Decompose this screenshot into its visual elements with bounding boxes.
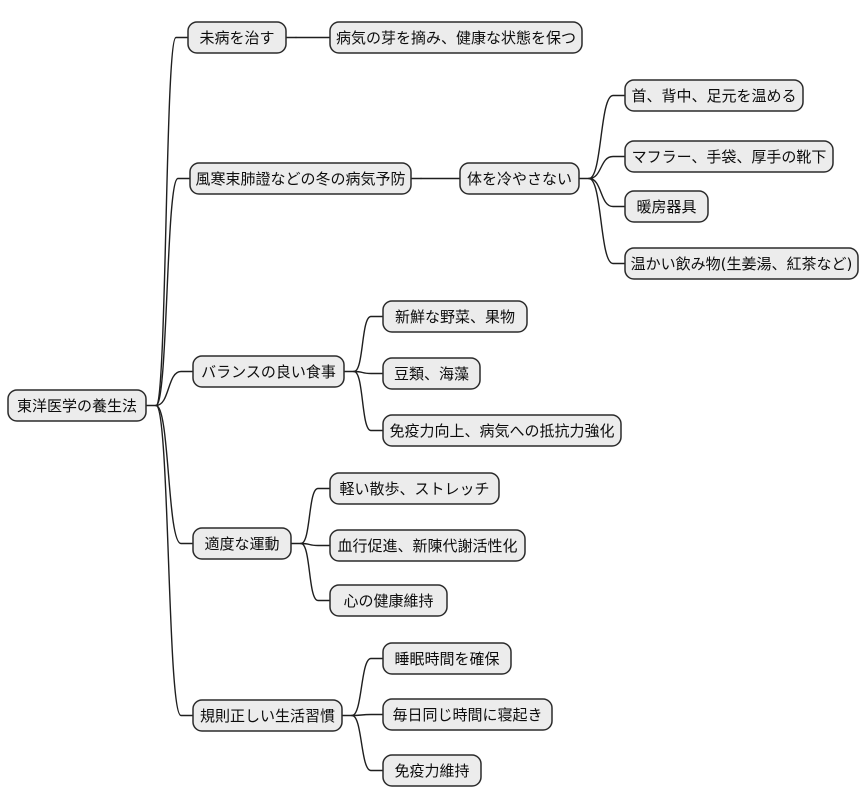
node-shape <box>189 162 412 195</box>
mindmap-node-b2c1g2[interactable]: マフラー、手袋、厚手の靴下 <box>624 140 834 173</box>
node-label: 暖房器具 <box>636 198 696 216</box>
mindmap-node-b2c1[interactable]: 体を冷やさない <box>459 162 580 195</box>
node-label: 未病を治す <box>199 29 274 47</box>
node-label: 風寒束肺證などの冬の病気予防 <box>195 170 405 188</box>
edge-b5-to-b5c3 <box>351 714 384 772</box>
mindmap-node-b2c1g4[interactable]: 温かい飲み物(生姜湯、紅茶など) <box>624 247 859 280</box>
node-label: バランスの良い食事 <box>201 363 336 381</box>
edge-b2c1-to-b2c1g2 <box>588 155 626 180</box>
node-layer: 東洋医学の養生法 未病を治す 病気の芽を摘み、健康な状態を保つ風寒束肺證などの冬の病… <box>7 21 859 787</box>
mindmap-node-b4c1[interactable]: 軽い散歩、ストレッチ <box>329 472 500 505</box>
edge-b4-to-b4c2 <box>300 542 331 547</box>
node-label: 毎日同じ時間に寝起き <box>392 706 542 724</box>
node-label: 豆類、海藻 <box>394 365 469 383</box>
node-shape <box>459 162 580 195</box>
node-label: 病気の芽を摘み、健康な状態を保つ <box>336 29 576 47</box>
edge-b5-to-b5c1 <box>351 657 384 717</box>
node-label: 温かい飲み物(生姜湯、紅茶など) <box>631 255 853 273</box>
node-shape <box>382 754 482 787</box>
mindmap-node-b5c2[interactable]: 毎日同じ時間に寝起き <box>382 698 553 731</box>
mindmap-node-b3[interactable]: バランスの良い食事 <box>192 355 345 388</box>
node-label: 血行促進、新陳代謝活性化 <box>337 537 517 555</box>
node-label: 体を冷やさない <box>467 170 572 188</box>
edge-layer <box>145 36 626 772</box>
node-label: 心の健康維持 <box>343 592 433 610</box>
mindmap-node-b5c3[interactable]: 免疫力維持 <box>382 754 482 787</box>
node-shape <box>329 21 583 54</box>
mindmap-node-b3c1[interactable]: 新鮮な野菜、果物 <box>382 300 528 333</box>
edge-b3-to-b3c1 <box>353 315 384 373</box>
mindmap-node-b3c3[interactable]: 免疫力向上、病気への抵抗力強化 <box>382 414 622 447</box>
edge-root-to-b2 <box>155 177 191 407</box>
node-shape <box>329 472 500 505</box>
node-label: 適度な運動 <box>204 535 279 553</box>
node-shape <box>187 21 287 54</box>
edge-b3-to-b3c2 <box>353 370 384 375</box>
node-shape <box>192 699 343 732</box>
node-shape <box>329 529 526 562</box>
mindmap-node-b1[interactable]: 未病を治す <box>187 21 287 54</box>
node-shape <box>382 357 481 390</box>
node-shape <box>7 389 147 422</box>
node-label: 睡眠時間を確保 <box>394 650 499 668</box>
mindmap-node-b2[interactable]: 風寒束肺證などの冬の病気予防 <box>189 162 412 195</box>
root-node[interactable]: 東洋医学の養生法 <box>7 389 147 422</box>
mindmap-node-b2c1g1[interactable]: 首、背中、足元を温める <box>624 79 804 112</box>
edge-b3-to-b3c3 <box>353 370 384 432</box>
node-shape <box>624 190 709 223</box>
mindmap-node-b5c1[interactable]: 睡眠時間を確保 <box>382 642 512 675</box>
mindmap-node-b4c2[interactable]: 血行促進、新陳代謝活性化 <box>329 529 526 562</box>
node-label: 規則正しい生活習慣 <box>200 707 335 725</box>
node-label: マフラー、手袋、厚手の靴下 <box>632 148 827 166</box>
mindmap-node-b1c1[interactable]: 病気の芽を摘み、健康な状態を保つ <box>329 21 583 54</box>
edge-root-to-b1 <box>155 36 189 407</box>
node-shape <box>382 698 553 731</box>
node-label: 免疫力向上、病気への抵抗力強化 <box>389 422 614 440</box>
node-shape <box>624 247 859 280</box>
node-shape <box>192 527 292 560</box>
node-shape <box>624 79 804 112</box>
node-label: 免疫力維持 <box>394 762 469 780</box>
edge-root-to-b4 <box>155 404 194 545</box>
mindmap-node-b2c1g3[interactable]: 暖房器具 <box>624 190 709 223</box>
node-shape <box>382 414 622 447</box>
edge-b5-to-b5c2 <box>351 713 384 717</box>
node-label: 首、背中、足元を温める <box>631 87 796 105</box>
mindmap-node-b3c2[interactable]: 豆類、海藻 <box>382 357 481 390</box>
edge-b2c1-to-b2c1g1 <box>588 94 626 180</box>
node-label: 軽い散歩、ストレッチ <box>339 480 489 498</box>
node-shape <box>382 300 528 333</box>
node-label: 東洋医学の養生法 <box>17 397 137 415</box>
mindmap-node-b5[interactable]: 規則正しい生活習慣 <box>192 699 343 732</box>
node-shape <box>329 584 448 617</box>
edge-b2c1-to-b2c1g3 <box>588 177 626 208</box>
mindmap-node-b4c3[interactable]: 心の健康維持 <box>329 584 448 617</box>
edge-b4-to-b4c1 <box>300 487 331 545</box>
edge-root-to-b3 <box>155 370 194 407</box>
node-label: 新鮮な野菜、果物 <box>395 308 515 326</box>
node-shape <box>382 642 512 675</box>
edge-root-to-b5 <box>155 404 194 717</box>
edge-b2c1-to-b2c1g4 <box>588 177 626 265</box>
node-shape <box>192 355 345 388</box>
edge-b4-to-b4c3 <box>300 542 331 602</box>
mindmap-node-b4[interactable]: 適度な運動 <box>192 527 292 560</box>
node-shape <box>624 140 834 173</box>
